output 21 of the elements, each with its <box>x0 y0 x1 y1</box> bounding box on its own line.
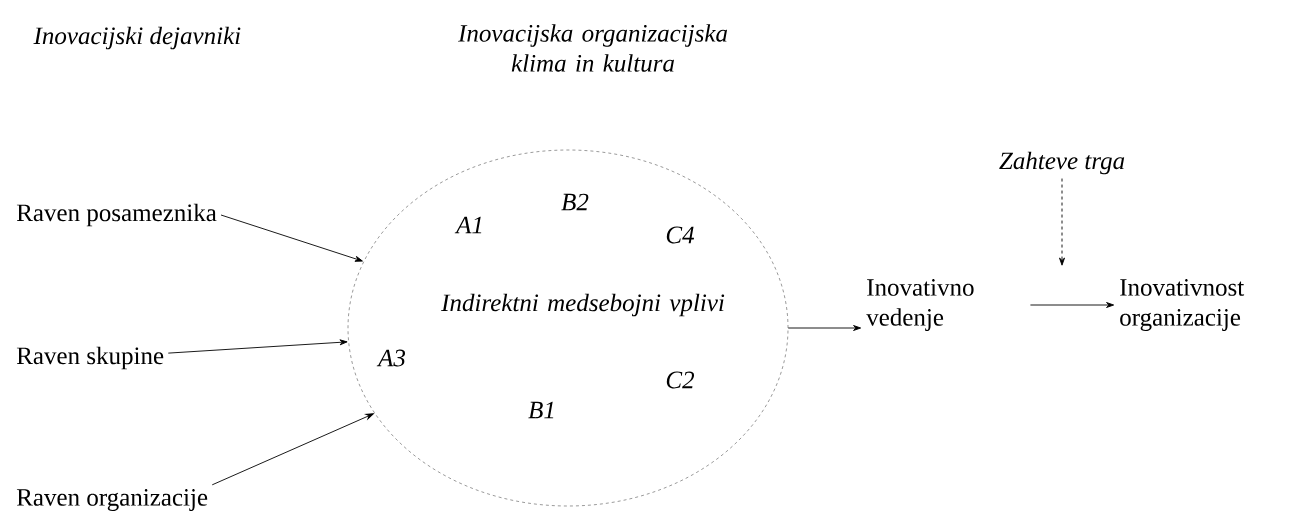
arrow <box>167 339 348 354</box>
arrow <box>787 325 862 331</box>
arrow <box>1059 178 1065 266</box>
arrow <box>1029 302 1115 308</box>
ellipse-text: A1 <box>454 216 482 234</box>
ellipse-text: B2 <box>561 193 589 211</box>
node-text: Inovativnost organizacije <box>1120 279 1245 331</box>
heading-text: Inovacijski dejavniki <box>33 26 241 50</box>
node-text: Raven organizacije <box>16 489 208 511</box>
ellipse-text: C2 <box>666 371 695 389</box>
arrow <box>220 214 363 262</box>
ellipse-text: B1 <box>528 401 554 419</box>
heading-text: Inovacijska organizacijska klima in kultura <box>458 24 728 72</box>
node-text: Inovativno vedenje <box>866 279 974 331</box>
ellipse-text: C4 <box>666 226 695 244</box>
node-text: Zahteve trga <box>999 151 1125 175</box>
ellipse-text: Indirektni medsebojni vplivi <box>441 293 725 317</box>
node-text: Raven skupine <box>16 346 164 370</box>
ellipse-text: A3 <box>376 349 406 367</box>
arrow <box>211 413 374 486</box>
node-text: Raven posameznika <box>16 203 217 227</box>
